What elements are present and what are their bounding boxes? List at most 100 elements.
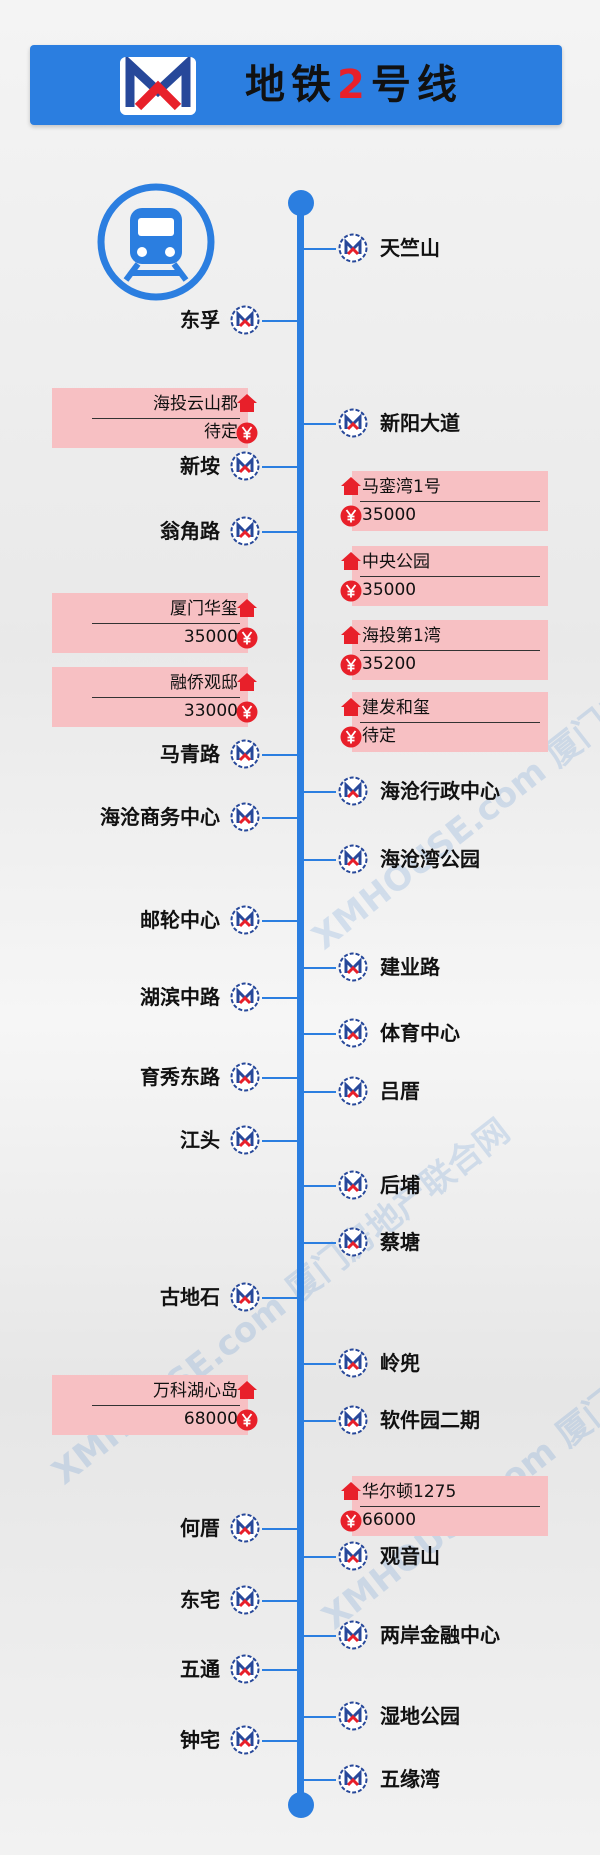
station-connector: [300, 791, 336, 793]
property-card: 马銮湾1号 35000: [352, 471, 548, 531]
metro-station-icon: [338, 844, 368, 874]
metro-station-icon: [338, 1701, 368, 1731]
title-suffix: 号线: [370, 62, 463, 108]
station-name: 翁角路: [160, 519, 220, 543]
metro-station-icon: [338, 1227, 368, 1257]
metro-station-icon: [230, 451, 260, 481]
station-connector: [300, 1779, 336, 1781]
station-name: 海沧行政中心: [380, 779, 500, 803]
yen-icon: [340, 580, 362, 602]
property-name: 融侨观邸: [170, 673, 238, 693]
station-name: 建业路: [380, 955, 440, 979]
metro-station-icon: [338, 1170, 368, 1200]
metro-station-icon: [338, 1348, 368, 1378]
card-divider: [360, 722, 540, 723]
station-connector: [300, 1185, 336, 1187]
station-connector: [262, 920, 300, 922]
train-icon: [97, 183, 215, 301]
station-name: 海沧商务中心: [100, 805, 220, 829]
station-name: 天竺山: [380, 236, 440, 260]
station-connector: [262, 531, 300, 533]
page-title: 地铁2号线: [245, 57, 463, 113]
station-connector: [300, 1716, 336, 1718]
property-card: 华尔顿1275 66000: [352, 1476, 548, 1536]
house-icon: [340, 475, 362, 497]
station-name: 新垵: [180, 454, 220, 478]
card-divider: [92, 418, 240, 419]
station-name: 马青路: [160, 742, 220, 766]
station-connector: [300, 1363, 336, 1365]
title-number: 2: [337, 62, 371, 108]
station-name: 五通: [180, 1657, 220, 1681]
station-connector: [300, 1556, 336, 1558]
metro-station-icon: [230, 739, 260, 769]
yen-icon: [340, 654, 362, 676]
metro-station-icon: [338, 952, 368, 982]
metro-station-icon: [230, 982, 260, 1012]
station-connector: [300, 1091, 336, 1093]
house-icon: [236, 671, 258, 693]
station-name: 吕厝: [380, 1079, 420, 1103]
metro-station-icon: [338, 1018, 368, 1048]
property-price: 66000: [362, 1510, 417, 1530]
station-name: 邮轮中心: [140, 908, 220, 932]
station-connector: [300, 1420, 336, 1422]
yen-icon: [340, 1510, 362, 1532]
property-name: 华尔顿1275: [362, 1482, 457, 1502]
yen-icon: [236, 1409, 258, 1431]
card-divider: [92, 697, 240, 698]
station-name: 湿地公园: [380, 1704, 460, 1728]
station-name: 钟宅: [180, 1728, 220, 1752]
station-connector: [262, 1077, 300, 1079]
station-connector: [300, 1242, 336, 1244]
metro-station-icon: [230, 516, 260, 546]
metro-station-icon: [230, 1062, 260, 1092]
card-divider: [360, 650, 540, 651]
station-name: 新阳大道: [380, 411, 460, 435]
yen-icon: [236, 627, 258, 649]
house-icon: [340, 550, 362, 572]
station-name: 东孚: [180, 308, 220, 332]
station-name: 蔡塘: [380, 1230, 420, 1254]
property-price: 68000: [183, 1409, 238, 1429]
metro-station-icon: [338, 233, 368, 263]
watermark-text: XMHOUSE.com 厦门房地产联合网: [315, 1256, 600, 1637]
station-name: 何厝: [180, 1516, 220, 1540]
station-name: 后埔: [380, 1173, 420, 1197]
metro-station-icon: [338, 776, 368, 806]
property-name: 中央公园: [362, 552, 430, 572]
header-banner: 地铁2号线: [30, 45, 562, 125]
yen-icon: [236, 701, 258, 723]
property-price: 35000: [362, 580, 417, 600]
metro-logo-icon: [120, 57, 196, 115]
station-connector: [262, 754, 300, 756]
metro-station-icon: [338, 1405, 368, 1435]
station-name: 江头: [180, 1128, 220, 1152]
station-connector: [300, 859, 336, 861]
house-icon: [236, 1379, 258, 1401]
station-connector: [262, 1528, 300, 1530]
property-price: 33000: [183, 701, 238, 721]
station-connector: [300, 1635, 336, 1637]
property-price: 35000: [362, 505, 417, 525]
house-icon: [340, 696, 362, 718]
metro-station-icon: [230, 802, 260, 832]
station-name: 观音山: [380, 1544, 440, 1568]
station-name: 育秀东路: [140, 1065, 220, 1089]
property-card: 融侨观邸 33000: [52, 667, 248, 727]
house-icon: [236, 392, 258, 414]
station-connector: [262, 1600, 300, 1602]
station-connector: [262, 817, 300, 819]
metro-station-icon: [230, 905, 260, 935]
station-connector: [300, 967, 336, 969]
property-price: 待定: [362, 726, 396, 746]
property-name: 厦门华玺: [170, 599, 238, 619]
station-connector: [262, 997, 300, 999]
station-name: 体育中心: [380, 1021, 460, 1045]
metro-station-icon: [338, 1541, 368, 1571]
property-name: 建发和玺: [362, 698, 430, 718]
property-name: 马銮湾1号: [362, 477, 441, 497]
metro-station-icon: [230, 1125, 260, 1155]
